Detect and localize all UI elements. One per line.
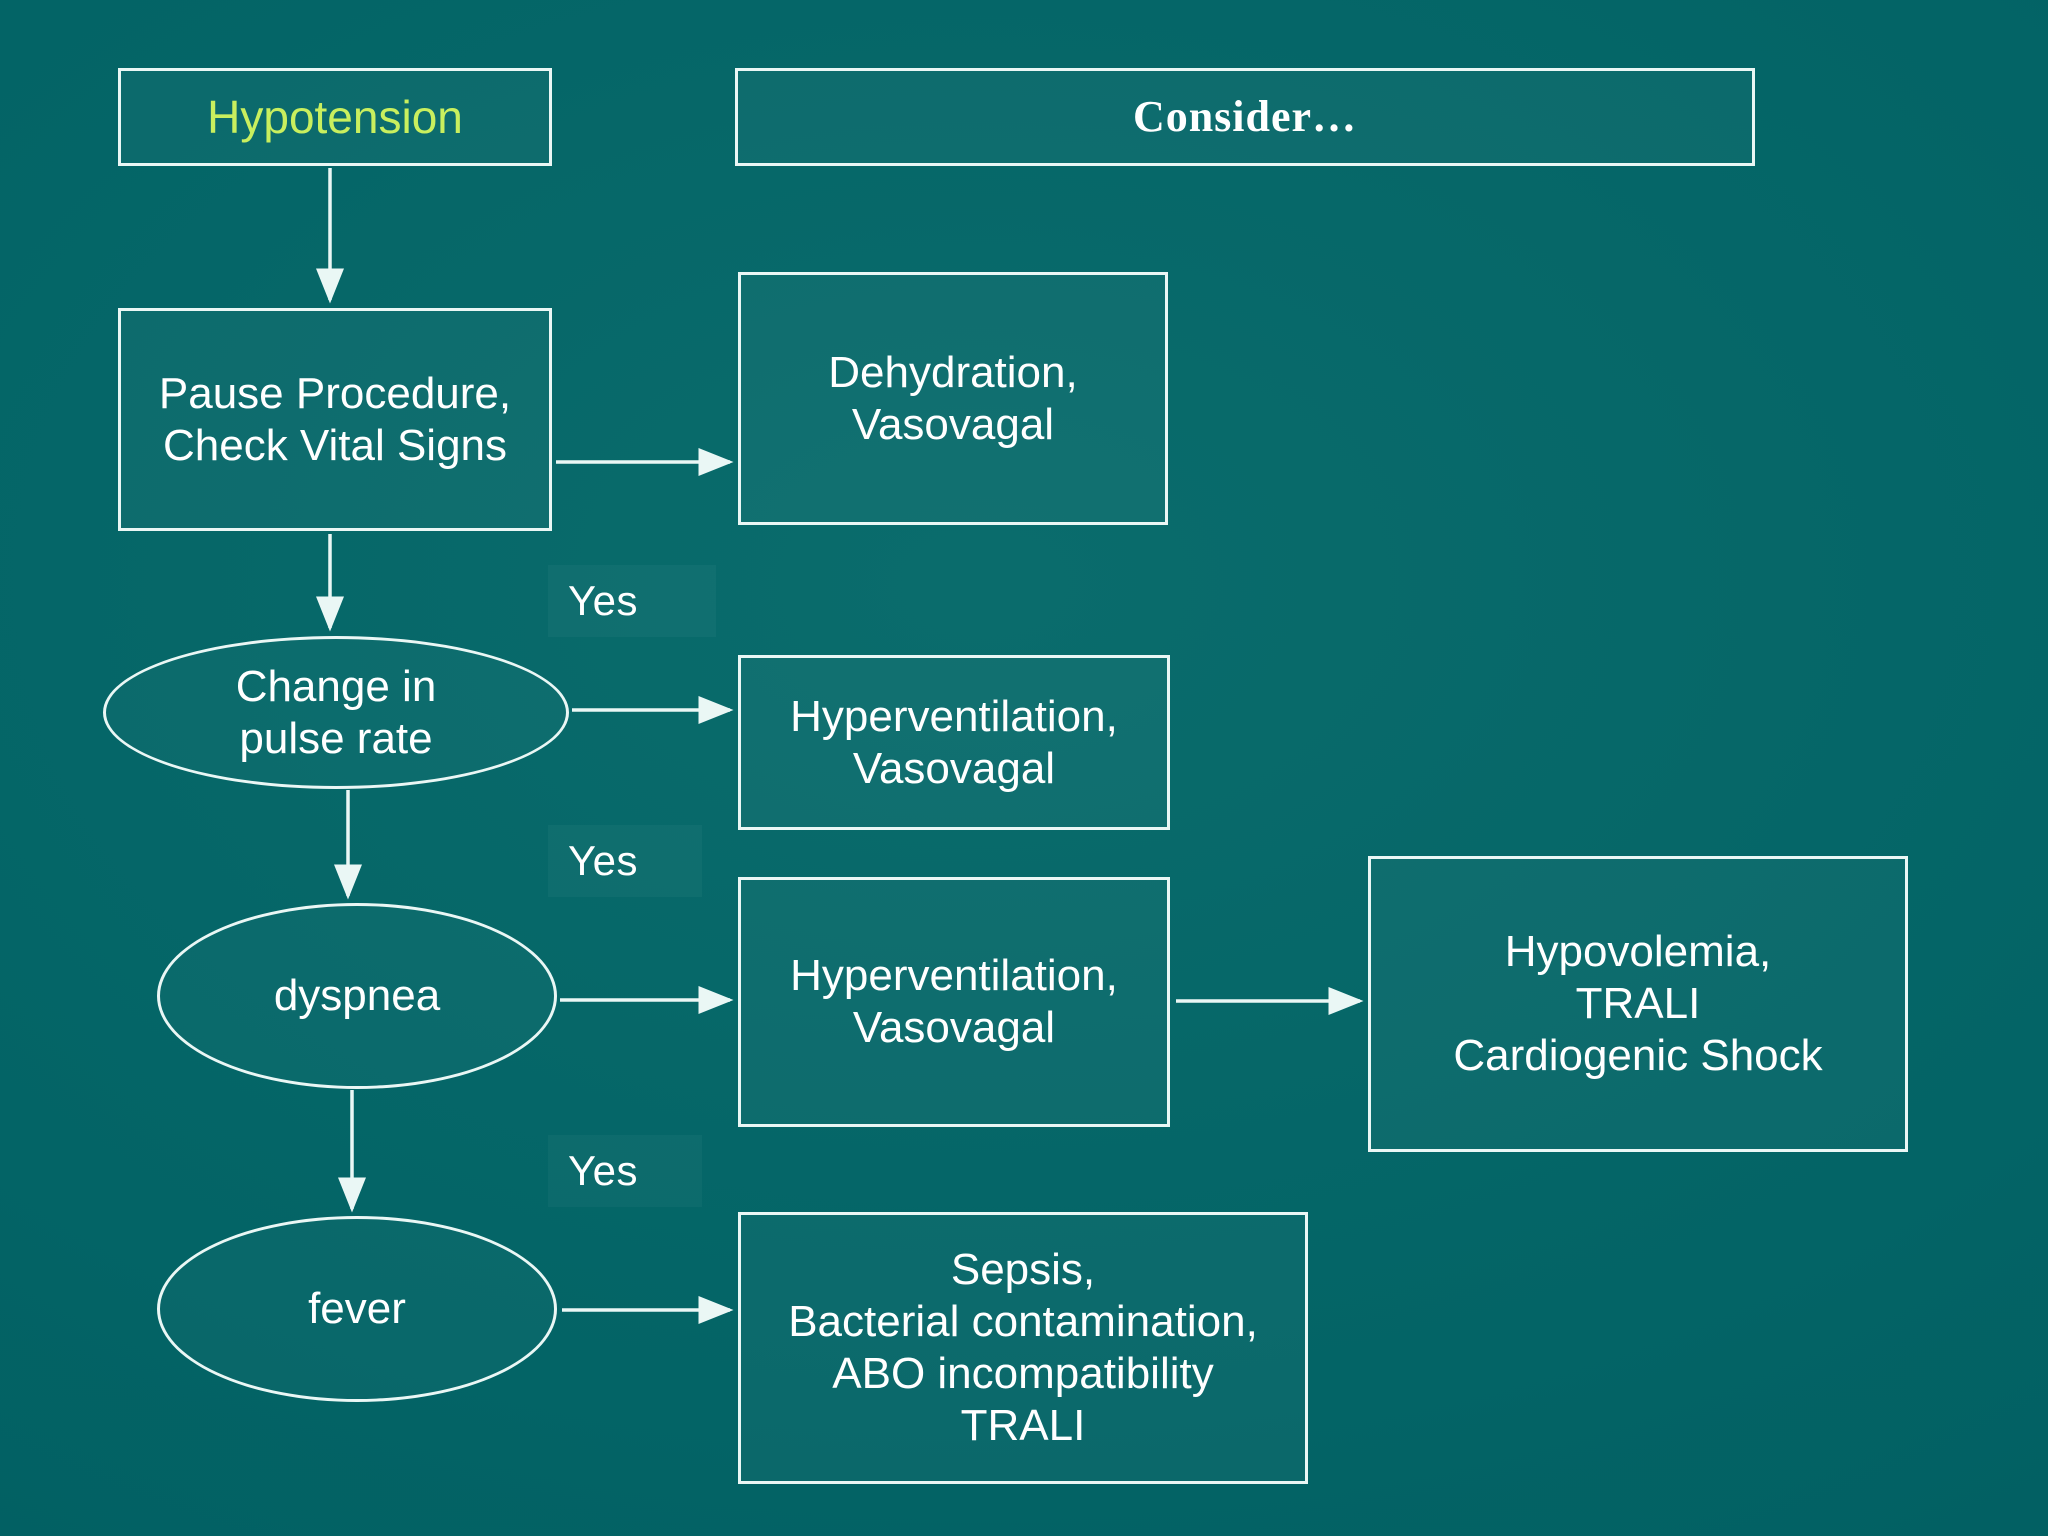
outcome-hyperventilation-vasovagal-1: Hyperventilation, Vasovagal (738, 655, 1170, 830)
edge-label-yes-pulse: Yes (548, 565, 716, 637)
decision-change-in-pulse-rate: Change in pulse rate (103, 636, 569, 789)
outcome-hypovolemia-trali-cardiogenic-shock: Hypovolemia, TRALI Cardiogenic Shock (1368, 856, 1908, 1152)
edge-label-yes-fever: Yes (548, 1135, 702, 1207)
edge-label-yes-dyspnea: Yes (548, 825, 702, 897)
outcome-dehydration-vasovagal: Dehydration, Vasovagal (738, 272, 1168, 525)
decision-dyspnea: dyspnea (157, 903, 557, 1089)
header-consider: Consider… (735, 68, 1755, 166)
step-pause-procedure: Pause Procedure, Check Vital Signs (118, 308, 552, 531)
decision-fever: fever (157, 1216, 557, 1402)
outcome-hyperventilation-vasovagal-2: Hyperventilation, Vasovagal (738, 877, 1170, 1127)
outcome-sepsis-bacterial-abo-trali: Sepsis, Bacterial contamination, ABO inc… (738, 1212, 1308, 1484)
header-hypotension: Hypotension (118, 68, 552, 166)
